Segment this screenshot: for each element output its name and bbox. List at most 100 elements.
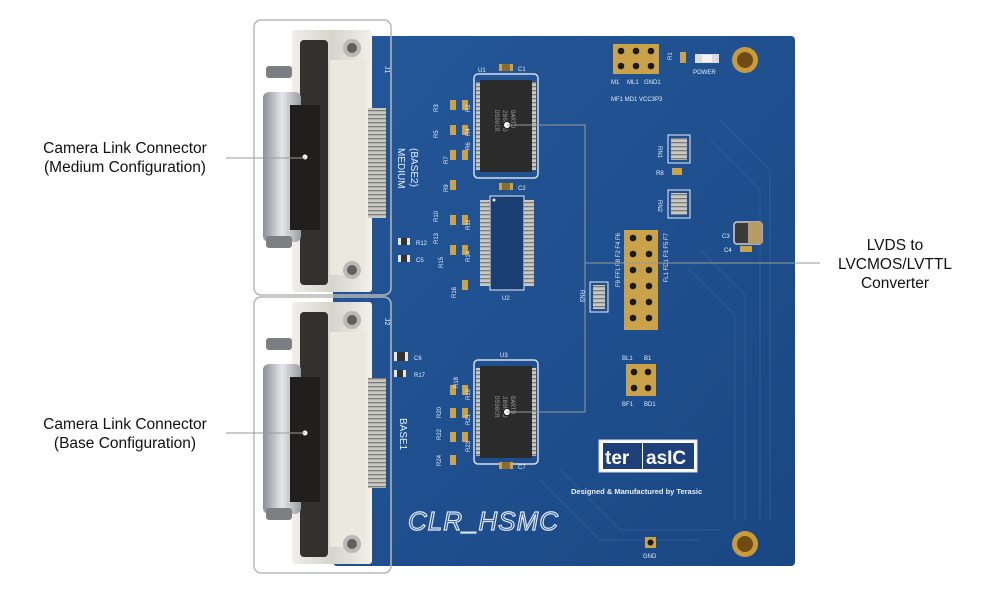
resistor-network-rn3 xyxy=(589,281,609,313)
label-c1: C1 xyxy=(518,67,526,73)
resistor-r8 xyxy=(672,168,682,175)
label-r3: R3 xyxy=(434,104,440,112)
label-gnd: GND xyxy=(643,554,657,560)
callout-lvds-converter: LVDS to LVCMOS/LVTTL Converter xyxy=(820,236,970,293)
label-base2: (BASE2) xyxy=(408,148,419,187)
resistors-upper xyxy=(450,100,468,290)
resistor-network-rn1 xyxy=(667,134,691,164)
cap-c1 xyxy=(499,64,513,71)
label-r4: R4 xyxy=(466,128,472,136)
mounting-hole-bottom xyxy=(732,531,758,557)
cap-c3 xyxy=(733,221,763,245)
chip-u3-text2: 286MTD xyxy=(501,396,508,418)
callout-converter-line1: LVDS to xyxy=(866,237,924,254)
label-c4: C4 xyxy=(724,248,732,254)
label-u2: U2 xyxy=(502,296,510,302)
label-c6: C6 xyxy=(414,356,422,362)
resistor-r12 xyxy=(398,238,410,245)
label-r8: R8 xyxy=(656,171,664,177)
label-rn3: RN3 xyxy=(578,290,584,303)
label-u1: U1 xyxy=(478,68,486,74)
label-base1: BASE1 xyxy=(397,418,408,451)
terasic-logo: ter asIC xyxy=(598,439,698,473)
label-r24: R24 xyxy=(437,454,443,466)
label-bd1: BD1 xyxy=(644,402,656,408)
label-header-row2: MF1 MD1 VCC3P3 xyxy=(611,97,663,103)
label-ml1: ML1 xyxy=(627,80,639,86)
label-r7: R7 xyxy=(444,156,450,164)
cap-c2 xyxy=(499,183,513,190)
label-r16: R16 xyxy=(452,286,458,298)
callout-base-configuration: Camera Link Connector (Base Configuratio… xyxy=(20,415,230,453)
label-r9: R9 xyxy=(444,184,450,192)
label-j2: J2 xyxy=(383,318,390,326)
header-b-block xyxy=(626,364,656,396)
label-bl1: BL1 xyxy=(622,356,633,362)
label-r15: R15 xyxy=(439,256,445,268)
label-r18: R18 xyxy=(454,376,460,388)
power-led xyxy=(695,54,719,63)
callout-medium-line1: Camera Link Connector xyxy=(43,140,207,157)
connector-j2 xyxy=(263,302,386,564)
cap-c4 xyxy=(740,246,752,252)
label-bf1: BF1 xyxy=(622,402,634,408)
base-connector-highlight xyxy=(253,296,392,574)
label-r13: R13 xyxy=(434,232,440,244)
resistor-r17 xyxy=(394,370,406,377)
label-r2: R2 xyxy=(466,104,472,112)
chip-u1-text2: 286MTD xyxy=(501,110,508,132)
tagline: Designed & Manufactured by Terasic xyxy=(571,487,702,496)
label-c5: C5 xyxy=(416,258,424,264)
resistors-lower xyxy=(450,385,468,465)
label-c2: C2 xyxy=(518,186,526,192)
chip-u1-text3: BARTD xyxy=(509,110,516,128)
chip-u1: DS90CR 286MTD BARTD xyxy=(473,73,539,179)
connector-j1 xyxy=(263,30,386,292)
label-r19: R19 xyxy=(466,388,472,400)
label-b1: B1 xyxy=(644,356,652,362)
label-r17: R17 xyxy=(414,373,426,379)
label-r11: R11 xyxy=(466,219,472,230)
board-name: CLR_HSMC xyxy=(408,506,559,536)
label-r20: R20 xyxy=(437,406,443,418)
header-top xyxy=(613,44,659,74)
resistor-r1 xyxy=(680,52,686,63)
label-r14: R14 xyxy=(466,250,472,262)
callout-medium-line2: (Medium Configuration) xyxy=(44,159,206,176)
chip-u2 xyxy=(480,195,534,291)
label-r6: R6 xyxy=(466,142,472,150)
label-r21: R21 xyxy=(466,413,472,425)
gnd-pad xyxy=(645,537,656,548)
label-power: POWER xyxy=(693,70,716,76)
logo-text-part2: asIC xyxy=(646,448,686,469)
cap-c7 xyxy=(499,462,513,469)
label-medium: MEDIUM xyxy=(395,148,406,189)
resistor-network-rn2 xyxy=(667,189,691,219)
callout-converter-line3: Converter xyxy=(860,275,930,292)
label-r1: R1 xyxy=(668,52,674,60)
label-m1: M1 xyxy=(611,80,620,86)
label-rn2: RN2 xyxy=(656,200,662,213)
callout-converter-line2: LVCMOS/LVTTL xyxy=(838,256,952,273)
callout-base-line1: Camera Link Connector xyxy=(43,416,207,433)
header-f-block xyxy=(624,230,658,330)
chip-u3-text1: DS90CR xyxy=(493,396,500,418)
label-r23: R23 xyxy=(466,440,472,452)
callout-medium-configuration: Camera Link Connector (Medium Configurat… xyxy=(20,139,230,177)
logo-text-part1: ter xyxy=(605,448,630,469)
pcb-traces xyxy=(539,119,771,541)
label-u3: U3 xyxy=(500,353,508,359)
label-f-col1: F9 FF1 F8 F2 F4 F6 xyxy=(616,232,622,287)
label-rn1: RN1 xyxy=(656,146,662,159)
cap-c5 xyxy=(398,255,410,262)
pcb-board xyxy=(333,36,795,566)
label-c7: C7 xyxy=(518,465,526,471)
callout-base-line2: (Base Configuration) xyxy=(53,435,197,452)
chip-u1-text1: DS90CR xyxy=(493,110,500,132)
label-gnd1: GND1 xyxy=(644,80,661,86)
label-f-col2: FL1 FD1 F3 F5 F7 xyxy=(664,232,670,282)
label-r10: R10 xyxy=(434,210,440,222)
cap-c6 xyxy=(394,352,408,361)
callout-line-converter xyxy=(507,124,820,413)
